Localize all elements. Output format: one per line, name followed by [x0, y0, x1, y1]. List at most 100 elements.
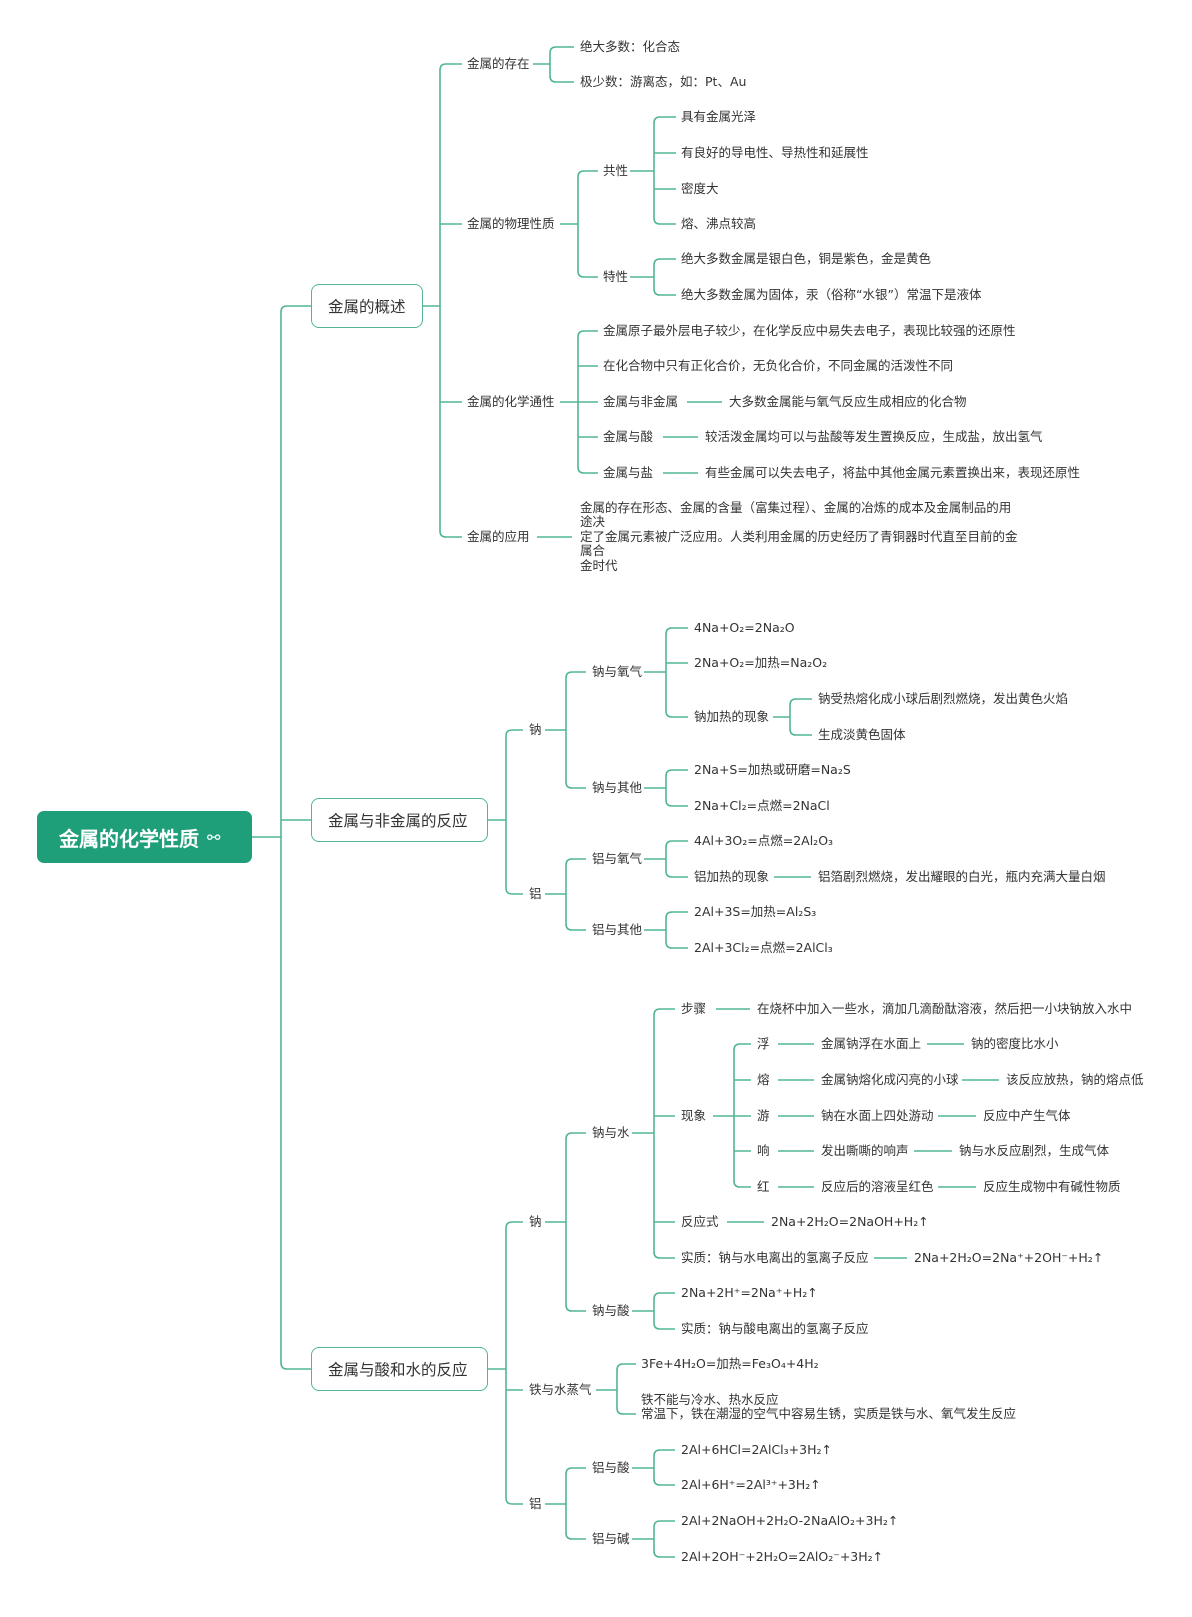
branch-acid-water[interactable]: 金属与酸和水的反应 — [311, 1347, 488, 1391]
node-fe-e1[interactable]: 3Fe+4H₂O=加热=Fe₃O₄+4H₂ — [641, 1355, 819, 1371]
node-swim-2[interactable]: 反应中产生气体 — [983, 1107, 1071, 1123]
node-special-2[interactable]: 绝大多数金属为固体，汞（俗称“水银”）常温下是液体 — [681, 286, 982, 302]
node-na-heat[interactable]: 钠加热的现象 — [694, 708, 770, 724]
node-chemical[interactable]: 金属的化学通性 — [467, 393, 555, 409]
node-app-line5[interactable]: 金时代 — [580, 557, 618, 573]
node-na-acid-e1[interactable]: 2Na+2H⁺=2Na⁺+H₂↑ — [681, 1284, 818, 1300]
node-al-base[interactable]: 铝与碱 — [592, 1530, 630, 1546]
node-equation-val[interactable]: 2Na+2H₂O=2NaOH+H₂↑ — [771, 1213, 929, 1229]
node-na-other-e2[interactable]: 2Na+Cl₂=点燃=2NaCl — [694, 797, 830, 813]
node-na-o2-e1[interactable]: 4Na+O₂=2Na₂O — [694, 619, 795, 635]
node-existence[interactable]: 金属的存在 — [467, 55, 530, 71]
connector — [773, 698, 812, 736]
node-float-1[interactable]: 金属钠浮在水面上 — [821, 1035, 922, 1051]
node-na-heat-2[interactable]: 生成淡黄色固体 — [818, 726, 906, 742]
node-al-base-e2[interactable]: 2Al+2OH⁻+2H₂O=2AlO₂⁻+3H₂↑ — [681, 1548, 884, 1564]
node-special[interactable]: 特性 — [603, 268, 629, 284]
node-al-o2[interactable]: 铝与氧气 — [592, 850, 643, 866]
node-essence-val[interactable]: 2Na+2H₂O=2Na⁺+2OH⁻+H₂↑ — [914, 1249, 1104, 1265]
node-chem-3[interactable]: 金属与非金属 — [603, 393, 679, 409]
node-s3-na[interactable]: 钠 — [529, 1213, 542, 1229]
node-na-acid-e2[interactable]: 实质：钠与酸电离出的氢离子反应 — [681, 1320, 869, 1336]
node-chem-4-val[interactable]: 较活泼金属均可以与盐酸等发生置换反应，生成盐，放出氢气 — [705, 428, 1043, 444]
node-na-other[interactable]: 钠与其他 — [592, 779, 643, 795]
node-float-2[interactable]: 钠的密度比水小 — [971, 1035, 1059, 1051]
node-common-4[interactable]: 熔、沸点较高 — [681, 215, 757, 231]
node-na-o2[interactable]: 钠与氧气 — [592, 663, 643, 679]
connector — [630, 116, 676, 225]
branch-nonmetal[interactable]: 金属与非金属的反应 — [311, 798, 488, 842]
node-app-line1[interactable]: 金属的存在形态、金属的含量（富集过程）、金属的冶炼的成本及金属制品的用 — [580, 499, 1012, 515]
node-application[interactable]: 金属的应用 — [467, 528, 530, 544]
node-special-1[interactable]: 绝大多数金属是银白色，铜是紫色，金是黄色 — [681, 250, 932, 266]
node-al-acid-e1[interactable]: 2Al+6HCl=2AlCl₃+3H₂↑ — [681, 1441, 832, 1457]
node-fe-steam[interactable]: 铁与水蒸气 — [529, 1381, 592, 1397]
node-sound-1[interactable]: 发出嘶嘶的响声 — [821, 1142, 909, 1158]
node-chem-3-val[interactable]: 大多数金属能与氧气反应生成相应的化合物 — [729, 393, 967, 409]
connector — [545, 1467, 586, 1540]
node-app-line4[interactable]: 属合 — [580, 542, 606, 558]
node-red-1[interactable]: 反应后的溶液呈红色 — [821, 1178, 934, 1194]
node-app-line2[interactable]: 途决 — [580, 513, 606, 529]
node-chem-2[interactable]: 在化合物中只有正化合价，无负化合价，不同金属的活泼性不同 — [603, 357, 954, 373]
node-chem-5-val[interactable]: 有些金属可以失去电子，将盐中其他金属元素置换出来，表现还原性 — [705, 464, 1081, 480]
node-phenomena[interactable]: 现象 — [681, 1107, 707, 1123]
branch-nonmetal-label: 金属与非金属的反应 — [328, 812, 468, 830]
node-existence-a[interactable]: 绝大多数：化合态 — [580, 38, 681, 54]
node-step-val[interactable]: 在烧杯中加入一些水，滴加几滴酚酞溶液，然后把一小块钠放入水中 — [757, 1000, 1133, 1016]
root-node[interactable]: 金属的化学性质 ⚯ — [37, 811, 252, 863]
node-sound[interactable]: 响 — [757, 1142, 770, 1158]
node-common-1[interactable]: 具有金属光泽 — [681, 108, 757, 124]
node-na-water[interactable]: 钠与水 — [592, 1124, 630, 1140]
node-chem-5[interactable]: 金属与盐 — [603, 464, 654, 480]
node-physical[interactable]: 金属的物理性质 — [467, 215, 555, 231]
node-common[interactable]: 共性 — [603, 162, 629, 178]
node-al-heat-1[interactable]: 铝箔剧烈燃烧，发出耀眼的白光，瓶内充满大量白烟 — [818, 868, 1106, 884]
node-s3-al[interactable]: 铝 — [529, 1495, 542, 1511]
node-melt-2[interactable]: 该反应放热，钠的熔点低 — [1006, 1071, 1144, 1087]
node-swim-1[interactable]: 钠在水面上四处游动 — [821, 1107, 934, 1123]
connector — [644, 769, 688, 807]
node-equation[interactable]: 反应式 — [681, 1213, 719, 1229]
node-al-other[interactable]: 铝与其他 — [592, 921, 643, 937]
branch-overview-label: 金属的概述 — [328, 298, 406, 316]
node-common-3[interactable]: 密度大 — [681, 180, 719, 196]
node-al-other-e2[interactable]: 2Al+3Cl₂=点燃=2AlCl₃ — [694, 939, 833, 955]
node-al[interactable]: 铝 — [529, 885, 542, 901]
node-existence-b[interactable]: 极少数：游离态，如：Pt、Au — [580, 73, 747, 89]
node-float[interactable]: 浮 — [757, 1035, 770, 1051]
node-al-base-e1[interactable]: 2Al+2NaOH+2H₂O-2NaAlO₂+3H₂↑ — [681, 1512, 899, 1528]
node-al-heat[interactable]: 铝加热的现象 — [694, 868, 770, 884]
node-swim[interactable]: 游 — [757, 1107, 770, 1123]
node-app-line3[interactable]: 定了金属元素被广泛应用。人类利用金属的历史经历了青铜器时代直至目前的金 — [580, 528, 1018, 544]
connector — [630, 258, 676, 296]
node-common-2[interactable]: 有良好的导电性、导热性和延展性 — [681, 144, 869, 160]
node-sound-2[interactable]: 钠与水反应剧烈，生成气体 — [959, 1142, 1110, 1158]
node-na-o2-e2[interactable]: 2Na+O₂=加热=Na₂O₂ — [694, 654, 828, 670]
node-chem-1[interactable]: 金属原子最外层电子较少，在化学反应中易失去电子，表现比较强的还原性 — [603, 322, 1016, 338]
node-red-2[interactable]: 反应生成物中有碱性物质 — [983, 1178, 1121, 1194]
connector — [644, 911, 688, 949]
connector — [252, 305, 311, 1370]
node-na[interactable]: 钠 — [529, 721, 542, 737]
node-fe-n1[interactable]: 铁不能与冷水、热水反应 — [641, 1391, 779, 1407]
branch-overview[interactable]: 金属的概述 — [311, 284, 423, 328]
link-icon[interactable]: ⚯ — [207, 827, 221, 847]
connector — [713, 1043, 751, 1188]
node-na-heat-1[interactable]: 钠受热熔化成小球后剧烈燃烧，发出黄色火焰 — [818, 690, 1069, 706]
node-al-other-e1[interactable]: 2Al+3S=加热=Al₂S₃ — [694, 903, 817, 919]
node-al-acid-e2[interactable]: 2Al+6H⁺=2Al³⁺+3H₂↑ — [681, 1476, 821, 1492]
node-melt-1[interactable]: 金属钠熔化成闪亮的小球 — [821, 1071, 959, 1087]
node-chem-4[interactable]: 金属与酸 — [603, 428, 654, 444]
connector — [423, 63, 462, 538]
node-na-other-e1[interactable]: 2Na+S=加热或研磨=Na₂S — [694, 761, 851, 777]
node-na-acid[interactable]: 钠与酸 — [592, 1302, 630, 1318]
node-melt[interactable]: 熔 — [757, 1071, 770, 1087]
node-al-acid[interactable]: 铝与酸 — [592, 1459, 630, 1475]
node-fe-n2[interactable]: 常温下，铁在潮湿的空气中容易生锈，实质是铁与水、氧气发生反应 — [641, 1405, 1017, 1421]
branch-acid-water-label: 金属与酸和水的反应 — [328, 1361, 468, 1379]
node-red[interactable]: 红 — [757, 1178, 770, 1194]
node-al-o2-e1[interactable]: 4Al+3O₂=点燃=2Al₂O₃ — [694, 832, 834, 848]
node-step[interactable]: 步骤 — [681, 1000, 707, 1016]
node-essence[interactable]: 实质：钠与水电离出的氢离子反应 — [681, 1249, 869, 1265]
